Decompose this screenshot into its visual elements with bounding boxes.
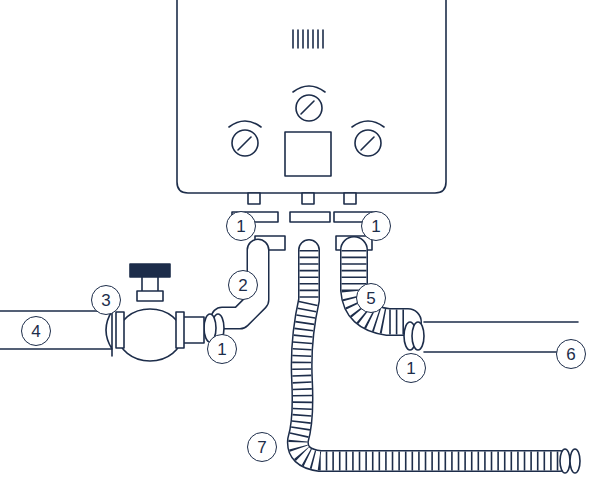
callout-number: 1: [217, 341, 226, 358]
valve: [0, 264, 204, 361]
callout-number: 7: [257, 439, 266, 456]
flex-hose: [298, 250, 580, 473]
corrugated-elbow: [354, 250, 578, 352]
gauges: [229, 86, 384, 176]
callout-number: 4: [31, 323, 40, 340]
callout-number: 5: [366, 290, 375, 307]
callout-circle: 3: [91, 285, 121, 315]
callout-circle: 7: [247, 432, 277, 462]
callout-number: 1: [236, 218, 245, 235]
callout-number: 2: [238, 277, 247, 294]
callout-circle: 5: [356, 283, 386, 313]
callout-circle: 1: [396, 353, 426, 383]
grille: [293, 30, 323, 48]
callout-number: 1: [406, 360, 415, 377]
callout-number: 1: [371, 218, 380, 235]
callout-number: 3: [101, 292, 110, 309]
callout-circle: 1: [207, 334, 237, 364]
heater-body: [177, 0, 446, 193]
callout-circle: 6: [556, 339, 586, 369]
callout-circle: 2: [228, 270, 258, 300]
callout-circle: 4: [21, 316, 51, 346]
callout-circle: 1: [361, 211, 391, 241]
callout-circle: 1: [226, 211, 256, 241]
bent-pipe: [222, 250, 258, 318]
callout-number: 6: [566, 346, 575, 363]
